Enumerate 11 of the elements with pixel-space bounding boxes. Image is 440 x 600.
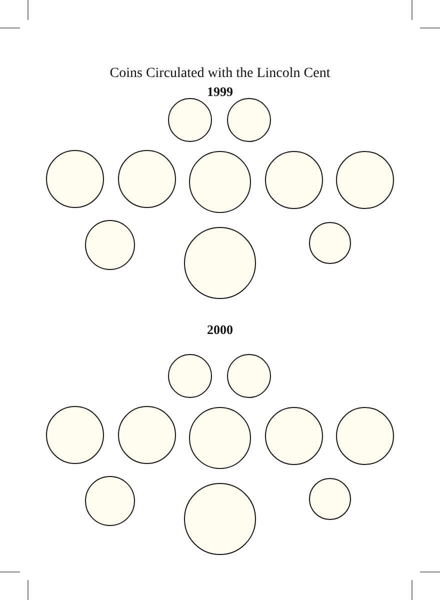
coin-slot bbox=[309, 222, 351, 264]
year-label: 1999 bbox=[206, 84, 234, 100]
coin-slot bbox=[85, 476, 135, 526]
year-label: 2000 bbox=[206, 322, 234, 338]
coin-slot bbox=[168, 354, 212, 398]
title: Coins Circulated with the Lincoln Cent bbox=[108, 66, 332, 82]
coin-slot bbox=[309, 478, 351, 520]
coin-slot bbox=[227, 354, 271, 398]
coin-slot bbox=[168, 98, 212, 142]
coin-slot bbox=[85, 220, 135, 270]
coin-slot bbox=[227, 98, 271, 142]
